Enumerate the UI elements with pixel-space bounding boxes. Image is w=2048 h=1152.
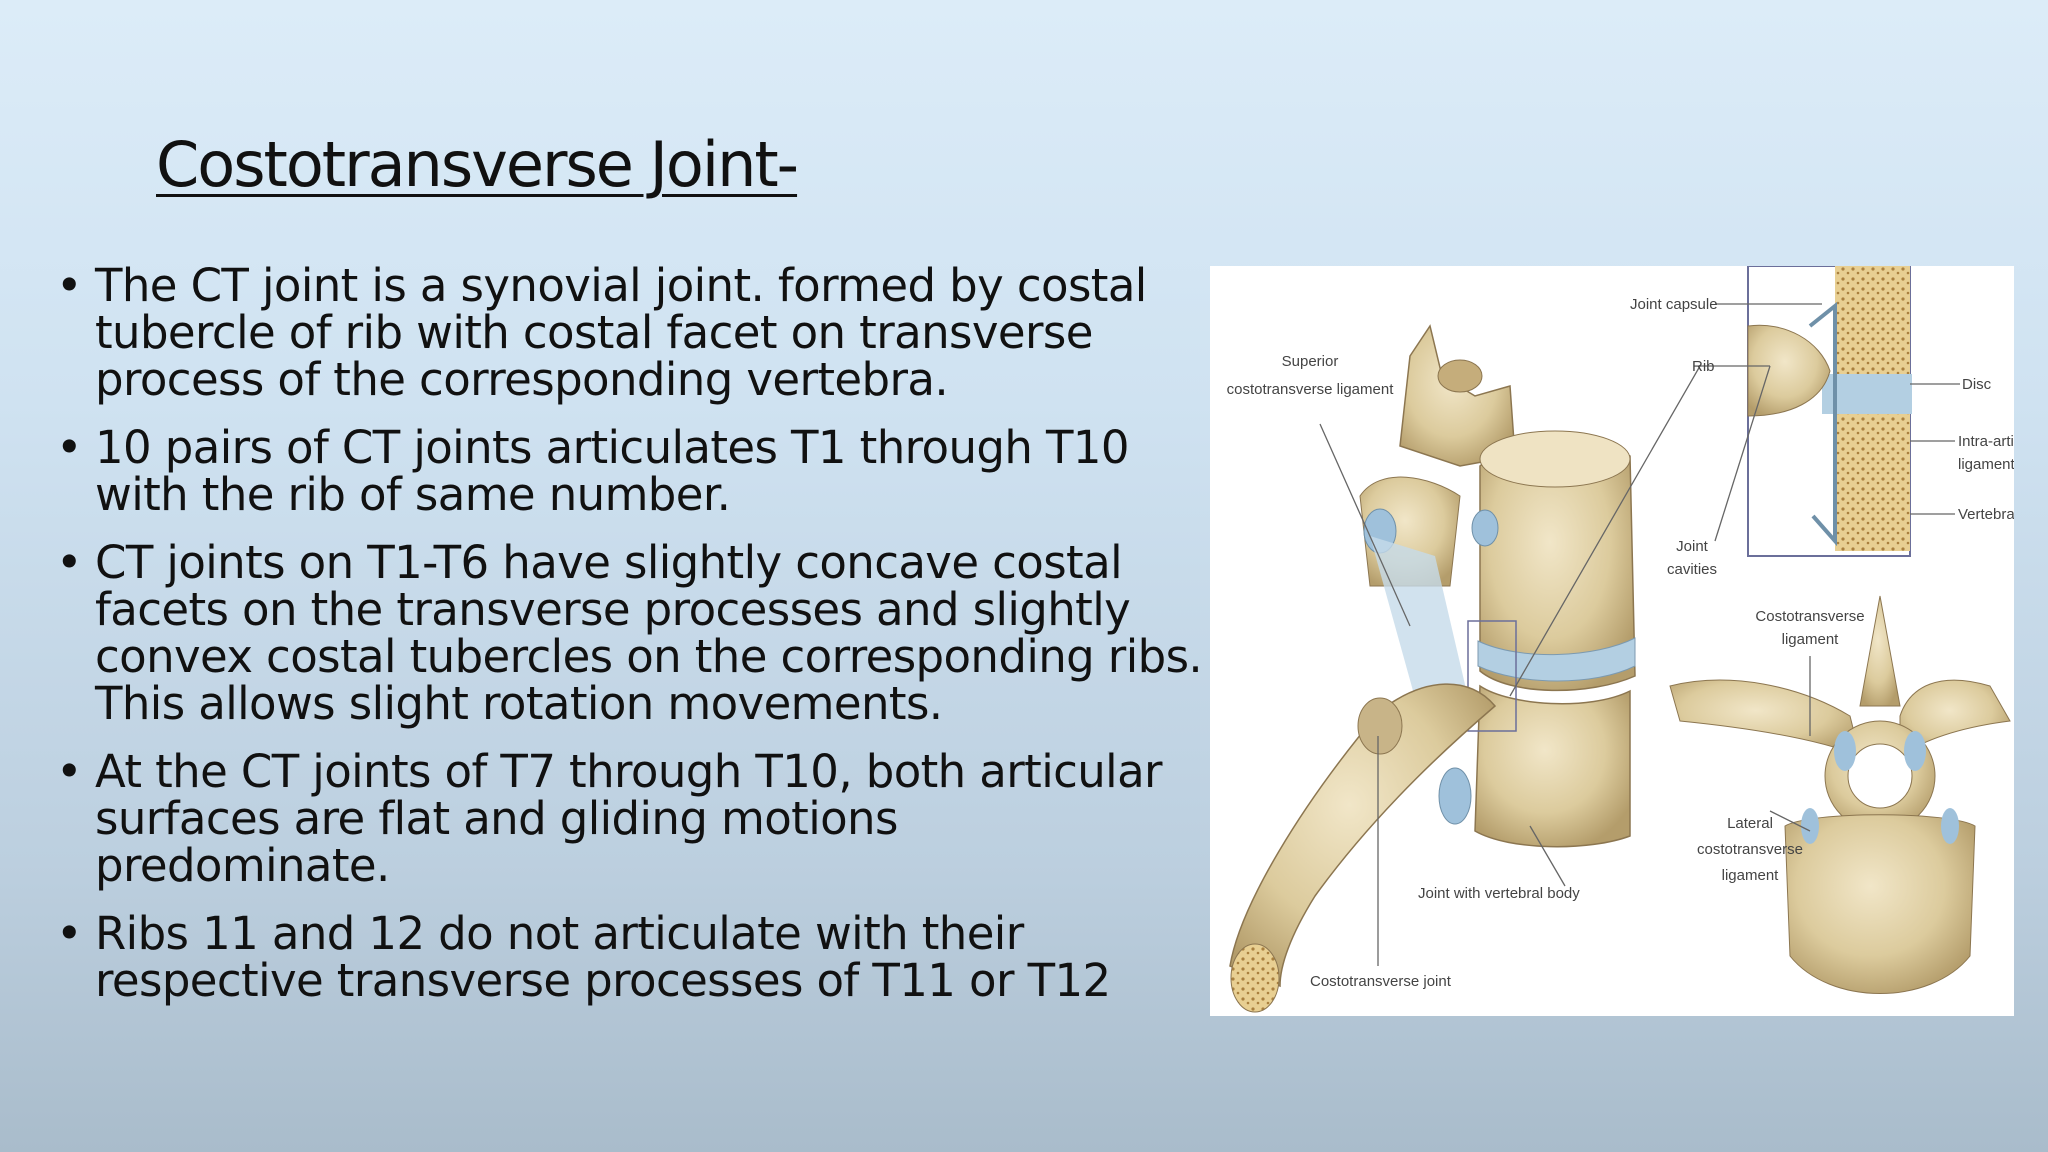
- bullet-text: 10 pairs of CT joints articulates T1 thr…: [95, 421, 1130, 521]
- bullet-dot: •: [56, 745, 83, 798]
- label-lateral-ct-ligament-3: ligament: [1722, 867, 1780, 884]
- label-lateral-ct-ligament: Lateral: [1727, 815, 1773, 832]
- label-intra-articular-2: ligament: [1958, 456, 2014, 473]
- bullet-item: •CT joints on T1-T6 have slightly concav…: [56, 539, 1206, 727]
- label-ct-ligament-2: ligament: [1782, 631, 1840, 648]
- bullet-list: •The CT joint is a synovial joint. forme…: [56, 262, 1206, 1025]
- label-intra-articular: Intra-articu: [1958, 433, 2014, 450]
- label-lateral-ct-ligament-2: costotransverse: [1697, 841, 1803, 858]
- bullet-text: At the CT joints of T7 through T10, both…: [95, 745, 1163, 892]
- label-rib: Rib: [1692, 358, 1715, 375]
- bullet-item: •The CT joint is a synovial joint. forme…: [56, 262, 1206, 403]
- inset-joint-detail: [1747, 266, 1912, 557]
- bullet-item: •Ribs 11 and 12 do not articulate with t…: [56, 910, 1206, 1004]
- bullet-text: Ribs 11 and 12 do not articulate with th…: [95, 907, 1111, 1007]
- label-joint-capsule: Joint capsule: [1630, 296, 1718, 313]
- bullet-dot: •: [56, 907, 83, 960]
- label-ct-ligament: Costotransverse: [1755, 608, 1864, 625]
- bullet-item: •At the CT joints of T7 through T10, bot…: [56, 748, 1206, 889]
- vertebra-top-view: [1669, 595, 2011, 994]
- label-superior-ct-ligament-2: costotransverse ligament: [1227, 381, 1395, 398]
- label-joint-cavities: Joint: [1676, 538, 1709, 555]
- label-vertebra: Vertebra: [1958, 506, 2014, 523]
- label-disc: Disc: [1962, 376, 1992, 393]
- label-joint-cavities-2: cavities: [1667, 561, 1717, 578]
- anatomy-figure: Superior costotransverse ligament Joint …: [1210, 266, 2014, 1016]
- bullet-dot: •: [56, 421, 83, 474]
- label-joint-vertebral-body: Joint with vertebral body: [1418, 885, 1580, 902]
- vertebra-side-view: [1359, 324, 1636, 848]
- label-costotransverse-joint: Costotransverse joint: [1310, 973, 1452, 990]
- slide-title: Costotransverse Joint-: [156, 128, 799, 201]
- bullet-dot: •: [56, 259, 83, 312]
- bullet-text: CT joints on T1-T6 have slightly concave…: [95, 536, 1203, 730]
- bullet-text: The CT joint is a synovial joint. formed…: [95, 259, 1147, 406]
- rib: [1229, 683, 1497, 1013]
- costotransverse-joint-illustration: Superior costotransverse ligament Joint …: [1227, 266, 2014, 1013]
- bullet-item: •10 pairs of CT joints articulates T1 th…: [56, 424, 1206, 518]
- bullet-dot: •: [56, 536, 83, 589]
- label-superior-ct-ligament: Superior: [1282, 353, 1339, 370]
